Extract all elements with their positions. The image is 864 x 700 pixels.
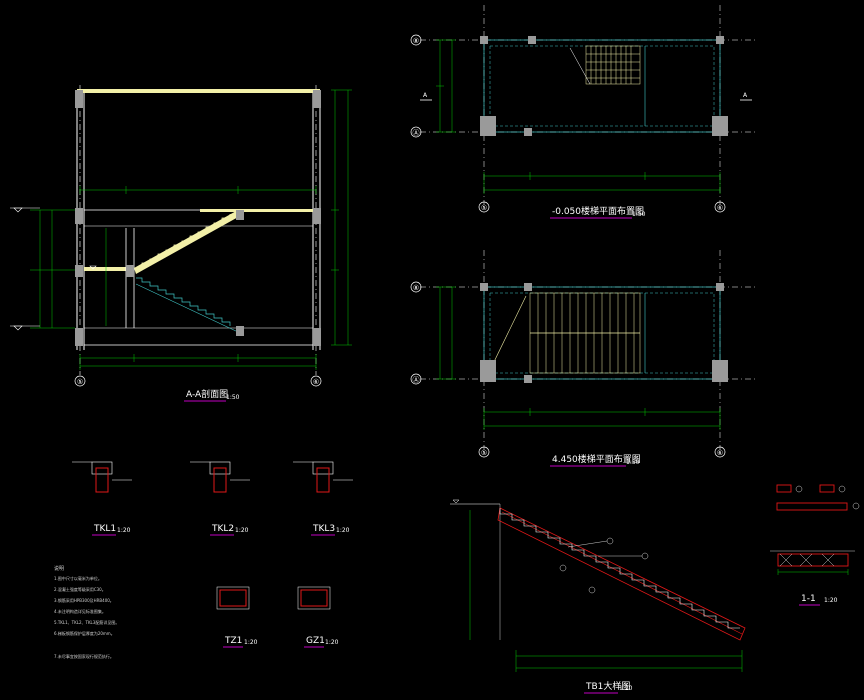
stair-tb1-scale: 1:20 [619, 685, 633, 692]
plan-lower-scale: 1:50 [632, 211, 646, 218]
section-aa-scale: 1:50 [226, 394, 240, 401]
rebar-details: 1-1 1:20 [770, 484, 860, 606]
section-11-scale: 1:20 [824, 597, 838, 604]
notes-heading: 说明 [54, 565, 64, 572]
section-aa-axis-right: ⑥ [313, 378, 319, 386]
plan-lower-drawing: A A ⑧ Ⓐ ⑤ ⑥ -0.050楼梯平面布置图 1:50 [410, 5, 755, 219]
beam-tkl2 [190, 461, 250, 493]
column-gz1-title: GZ1 [306, 636, 325, 646]
plan-lower-title: -0.050楼梯平面布置图 [552, 205, 644, 217]
plan-upper-title: 4.450楼梯平面布置图 [552, 453, 641, 465]
stair-tb1-detail: TB1大样图 1:20 [450, 499, 746, 694]
plan-upper-axis-left: ⑤ [481, 449, 487, 457]
column-gz1-scale: 1:20 [325, 639, 339, 646]
general-notes: 说明 1.图中尺寸以毫米为单位。 2.混凝土强度等级采用C30。 3.钢筋采用H… [54, 565, 119, 659]
section-11-title: 1-1 [801, 594, 816, 604]
notes-line: 5.TKL1、TKL2、TKL3配筋详见图。 [54, 619, 119, 625]
notes-line: 6.梯板钢筋保护层厚度为20mm。 [54, 630, 115, 636]
plan-upper-axis-top: ⑧ [413, 284, 419, 292]
plan-upper-drawing: ⑧ Ⓐ ⑤ ⑥ 4.450楼梯平面布置图 1:50 [410, 250, 755, 467]
plan-lower-axis-top: ⑧ [413, 37, 419, 45]
plan-upper-axis-right: ⑥ [717, 449, 723, 457]
plan-upper-axis-bottom: Ⓐ [413, 376, 420, 384]
beam-tkl3-scale: 1:20 [336, 527, 350, 534]
plan-lower-axis-bottom: Ⓐ [413, 129, 420, 137]
notes-line: 1.图中尺寸以毫米为单位。 [54, 575, 102, 581]
column-tz1-scale: 1:20 [244, 639, 258, 646]
plan-lower-axis-left: ⑤ [481, 204, 487, 212]
section-aa-axis-left: ⑤ [77, 378, 83, 386]
beam-tkl1-title: TKL1 [93, 524, 116, 534]
beam-sections: TKL1 1:20 TKL2 1:20 TKL3 1:20 [72, 461, 353, 536]
notes-line: 3.钢筋采用HPB300及HRB400。 [54, 597, 114, 603]
stair-tb1-title: TB1大样图 [585, 680, 630, 692]
plan-lower-section-mark-right: A [743, 92, 748, 99]
column-sections: TZ1 1:20 GZ1 1:20 [216, 586, 339, 648]
beam-tkl2-title: TKL2 [211, 524, 234, 534]
notes-line: 4.未注明构造详见标准图集。 [54, 608, 106, 614]
section-aa-drawing: ⑤ ⑥ A-A剖面图 1:50 [10, 85, 352, 402]
beam-tkl3-title: TKL3 [312, 524, 335, 534]
beam-tkl1 [72, 461, 132, 493]
beam-tkl1-scale: 1:20 [117, 527, 131, 534]
notes-line: 7.未尽事宜按国家现行规范执行。 [54, 653, 114, 659]
beam-tkl2-scale: 1:20 [235, 527, 249, 534]
plan-lower-axis-right: ⑥ [717, 204, 723, 212]
plan-upper-scale: 1:50 [626, 459, 640, 466]
column-tz1-title: TZ1 [224, 636, 242, 646]
plan-lower-section-mark-left: A [423, 92, 428, 99]
notes-line: 2.混凝土强度等级采用C30。 [54, 586, 106, 592]
section-aa-title: A-A剖面图 [186, 388, 228, 400]
beam-tkl3 [293, 461, 353, 493]
